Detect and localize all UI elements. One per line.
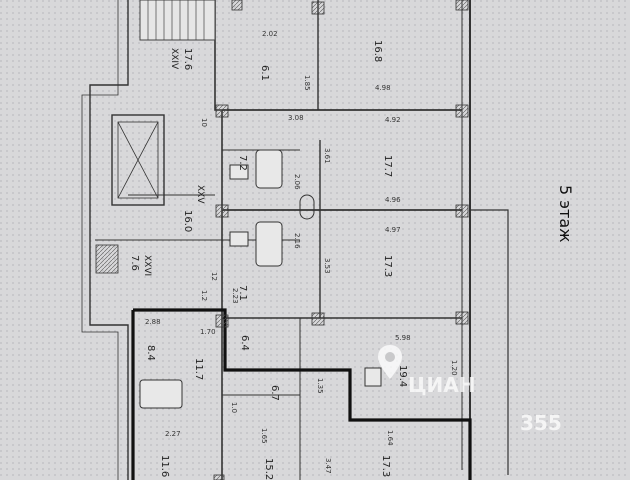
- floor-label: 5 этаж: [556, 185, 575, 243]
- dim-label: 2.88: [145, 318, 161, 326]
- room-labels: 16.0 XXV 7.6 XXVI 17.6 XXIV 6.1 16.8 7.2…: [129, 40, 408, 480]
- room-area-14: 15.2: [263, 458, 274, 480]
- watermark-brand: ЦИАН: [408, 373, 476, 397]
- dim-label: 1.0: [230, 402, 238, 413]
- dim-label: 2.06: [293, 174, 301, 190]
- room-area-5: 17.7: [382, 155, 393, 177]
- room-area-9: 11.7: [193, 358, 204, 380]
- watermark-number: 355: [520, 411, 562, 435]
- dim-label: 2.16: [293, 233, 301, 249]
- dim-label: 3.53: [323, 258, 331, 274]
- dim-label: 12: [210, 272, 218, 281]
- room-area-3: 16.8: [372, 40, 383, 62]
- dim-label: 4.97: [385, 226, 401, 234]
- room-area-2: 6.1: [259, 65, 270, 81]
- dim-label: 3.61: [323, 148, 331, 164]
- dimension-labels: 2.02 1.85 3.08 4.98 4.92 3.61 2.06 4.96 …: [145, 30, 458, 474]
- dim-label: 2.27: [165, 430, 181, 438]
- cian-watermark: ЦИАН 355: [378, 345, 562, 435]
- stairs: [139, 0, 216, 41]
- room-area-4: 7.2: [237, 155, 248, 171]
- dim-label: 1.70: [200, 328, 216, 336]
- dim-label: 10: [200, 118, 208, 127]
- room-area-12: 6.7: [269, 385, 280, 401]
- dim-label: 1.20: [450, 360, 458, 376]
- dim-label: 1.35: [316, 378, 324, 394]
- room-id-XXV: XXV: [195, 185, 205, 204]
- room-area-15: 17.3: [380, 455, 391, 477]
- room-area-XXIV: 17.6: [182, 48, 193, 70]
- dim-label: 3.47: [324, 458, 332, 474]
- dim-label: 3.08: [288, 114, 304, 122]
- dim-label: 2.23: [231, 288, 239, 304]
- room-area-11: 19.4: [397, 365, 408, 387]
- elevator-shaft: [111, 114, 165, 206]
- columns: [95, 0, 469, 480]
- room-area-XXV: 16.0: [182, 210, 193, 232]
- dim-label: 4.98: [375, 84, 391, 92]
- room-area-13: 11.6: [159, 455, 170, 477]
- dim-label: 1.85: [303, 75, 311, 91]
- apartment-outline: [131, 308, 472, 480]
- dim-label: 2.02: [262, 30, 278, 38]
- room-area-7: 17.3: [382, 255, 393, 277]
- room-area-10: 6.4: [239, 335, 250, 351]
- dim-label: 1.2: [200, 290, 208, 301]
- room-id-XXIV: XXIV: [169, 48, 179, 70]
- dim-label: 1.64: [386, 430, 394, 446]
- location-pin-icon: [378, 345, 402, 379]
- room-id-XXVI: XXVI: [142, 255, 152, 276]
- room-area-6: 7.1: [237, 285, 248, 301]
- room-area-XXVI: 7.6: [129, 255, 140, 271]
- dim-label: 1.65: [260, 428, 268, 444]
- dim-label: 4.92: [385, 116, 401, 124]
- room-area-8: 8.4: [145, 345, 156, 361]
- bathroom-fixtures: [139, 149, 382, 409]
- dim-label: 5.98: [395, 334, 411, 342]
- dim-label: 4.96: [385, 196, 401, 204]
